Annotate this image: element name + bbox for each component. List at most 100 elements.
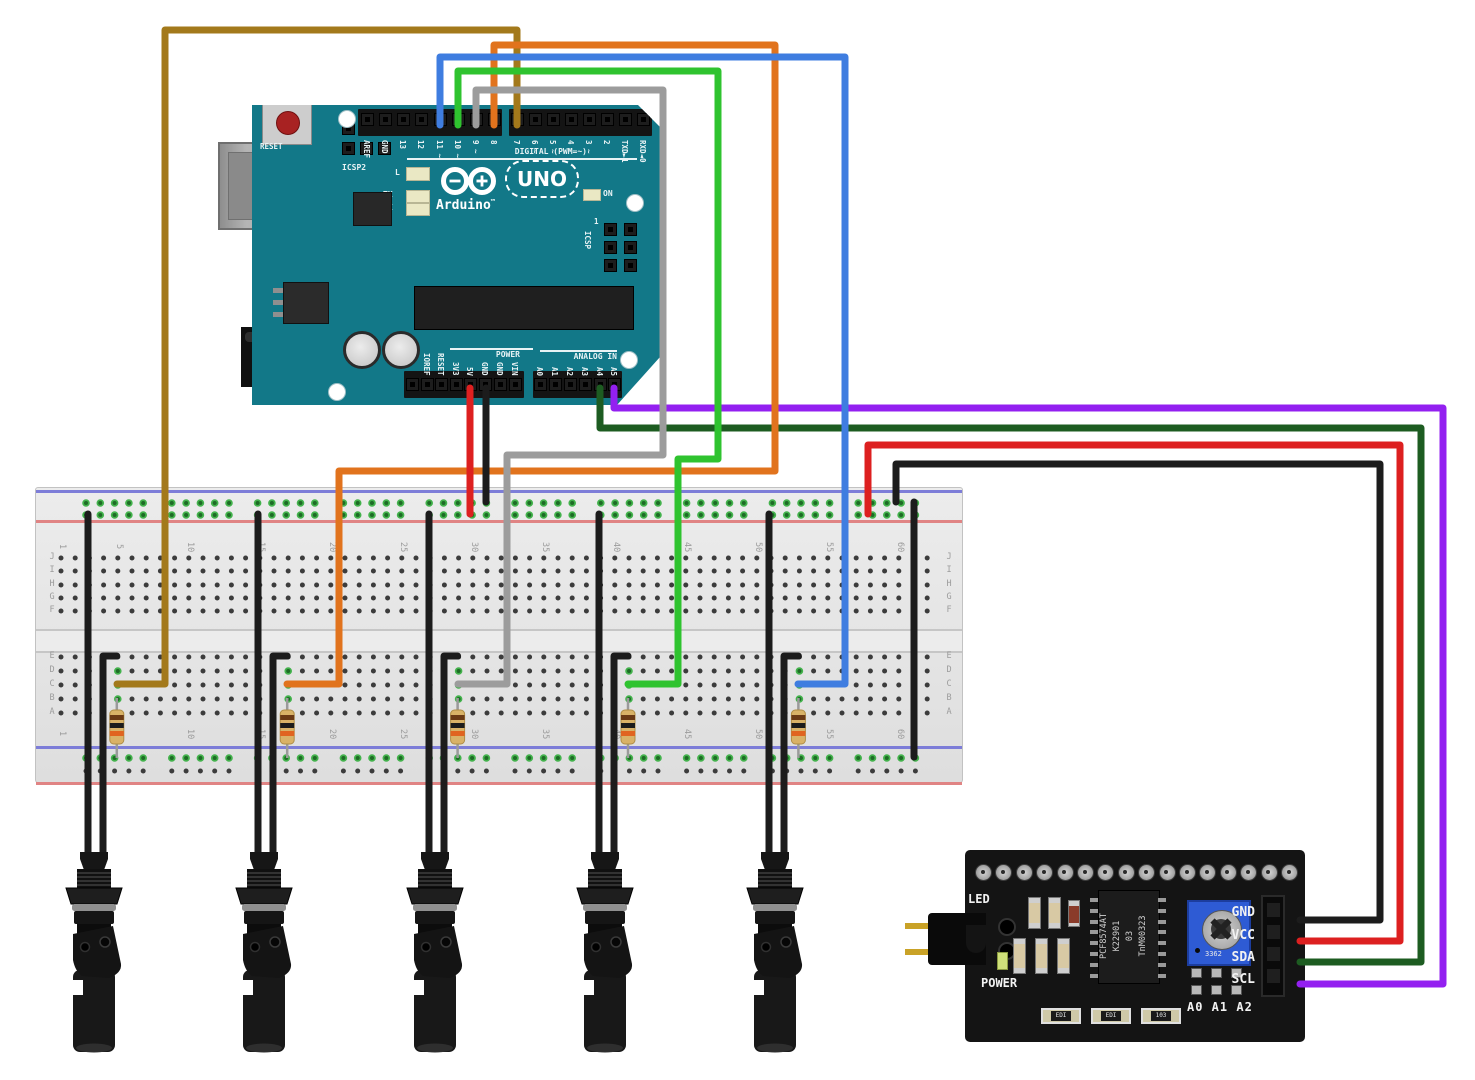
reset-button (262, 105, 312, 145)
backpack-header-pad (1158, 864, 1176, 881)
bb-row-letter-G-right: G (946, 592, 952, 602)
breadboard-rail-red-line-bottom (36, 782, 962, 785)
regulator-leg (273, 288, 283, 293)
digital-pwm-label: DIGITAL (PWM=~) (514, 147, 587, 156)
backpack-header-pad (995, 864, 1013, 881)
pin-RXD◄0 (636, 113, 650, 126)
chip-line: PCF8574AT (1099, 912, 1109, 960)
chip-pin (1090, 941, 1098, 946)
backpack-header-pad (975, 864, 992, 881)
bb-row-letter-B-left: B (49, 693, 55, 703)
bb-col-number-40-bottom: 40 (610, 728, 621, 740)
bb-col-number-15-top: 15 (255, 541, 266, 553)
reset-label: RESET (260, 142, 283, 151)
bb-col-number-55-bottom: 55 (823, 728, 834, 740)
bb-col-number-25-bottom: 25 (397, 728, 408, 740)
bb-col-number-30-bottom: 30 (468, 728, 479, 740)
smd-resistor (1028, 897, 1041, 929)
brand-tm: ™ (490, 198, 496, 206)
pad-center (1082, 869, 1087, 874)
backpack-header-pad (1117, 864, 1135, 881)
led-on (583, 189, 601, 201)
power-led (997, 952, 1008, 970)
bb-row-letter-I-right: I (946, 565, 952, 575)
backpack-pin-gnd: GND (1231, 905, 1255, 920)
led-jumper-pad (998, 918, 1016, 936)
smd-bottom-EDI: EDI (1091, 1008, 1131, 1024)
pad-center (1000, 869, 1005, 874)
pin-label-RESET: RESET (436, 353, 445, 376)
i2c-lcd-backpack: LED POWER PCF8574AT K22901 03 TnM00323 (903, 850, 1305, 1042)
backpack-header-pad (1056, 864, 1074, 881)
pin-2 (600, 113, 614, 126)
icsp-pin1-label: 1 (594, 217, 599, 226)
smd-resistor (1013, 938, 1026, 974)
pin-label-VIN: VIN (510, 362, 519, 376)
bb-row-letter-I-left: I (49, 565, 55, 575)
pin-power-2 (434, 378, 448, 391)
pad-center (1204, 869, 1209, 874)
bb-col-number-10-bottom: 10 (184, 728, 195, 740)
pin-7 (510, 113, 524, 126)
led-jumper-cap (928, 913, 986, 965)
pin-A1 (548, 378, 562, 391)
address-jumper-label: A0 A1 A2 (1187, 1000, 1253, 1014)
pin-4 (564, 113, 578, 126)
pin-label-A4: A4 (595, 366, 604, 376)
mcu-chip (414, 286, 634, 330)
led-on-label: ON (603, 189, 613, 198)
bb-col-number-40-top: 40 (610, 541, 621, 553)
pin-A4 (593, 378, 607, 391)
pad-center (1021, 869, 1026, 874)
mounting-hole (338, 110, 356, 128)
bb-col-number-45-top: 45 (681, 541, 692, 553)
pcf8574-chip-text: PCF8574AT K22901 03 TnM00323 (1098, 890, 1158, 982)
pin-label-5V: 5V (465, 366, 474, 376)
float-switch-3 (406, 851, 464, 1054)
smd-label: 103 (1151, 1011, 1171, 1021)
pin-power-4 (463, 378, 477, 391)
pin-GND (378, 113, 392, 126)
chip-pin (1090, 898, 1098, 902)
pin-A2 (563, 378, 577, 391)
bb-row-letter-D-right: D (946, 665, 952, 675)
pad-center (1245, 869, 1250, 874)
pin-8 (487, 113, 501, 126)
chip-line: TnM00323 (1138, 915, 1148, 957)
backpack-header-pad (1219, 864, 1237, 881)
chip-pin (1090, 952, 1098, 956)
bb-row-letter-F-right: F (946, 605, 952, 615)
smd-resistor (1057, 938, 1070, 974)
bb-col-number-60-top: 60 (894, 541, 905, 553)
bb-row-letter-F-left: F (49, 605, 55, 615)
float-switch-1 (65, 851, 123, 1054)
chip-pin (1090, 962, 1098, 967)
pad-center (1041, 869, 1046, 874)
bb-row-letter-D-left: D (49, 665, 55, 675)
led-l (406, 167, 430, 181)
pin-label-TXD►1: TXD►1 (620, 140, 629, 163)
bb-row-letter-E-right: E (946, 651, 952, 661)
chip-pin (1158, 962, 1166, 967)
pin-power-0 (405, 378, 419, 391)
float-switch-2 (235, 851, 293, 1054)
bb-col-number-5-top: 5 (113, 544, 124, 550)
pin-11 (433, 113, 447, 126)
backpack-pin-sda: SDA (1231, 950, 1255, 965)
float-switch-5 (746, 851, 804, 1054)
pin-TXD►1 (618, 113, 632, 126)
pad-center (1266, 869, 1271, 874)
regulator-leg (273, 312, 283, 317)
pin-label-2: 2 (602, 140, 611, 145)
address-pad (1191, 985, 1202, 995)
bb-row-letter-J-right: J (946, 552, 952, 562)
bb-row-letter-G-left: G (49, 592, 55, 602)
icsp-pin (603, 241, 617, 254)
pad-center (1225, 869, 1230, 874)
mounting-hole (626, 194, 644, 212)
brand-text: Arduino (436, 198, 491, 213)
pin-label-A5: A5 (609, 366, 618, 376)
backpack-led-label: LED (968, 892, 990, 906)
bb-col-number-15-bottom: 15 (255, 728, 266, 740)
